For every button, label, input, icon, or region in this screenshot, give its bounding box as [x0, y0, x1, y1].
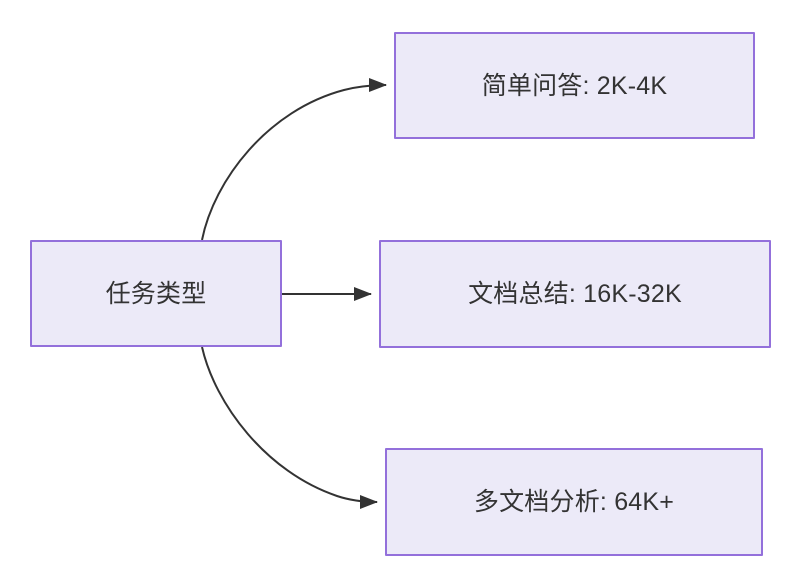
edge-root-to-multi-doc [201, 346, 378, 509]
edge-root-to-simple-qa [201, 78, 387, 241]
node-simple-qa[interactable]: 简单问答: 2K-4K [394, 32, 755, 139]
node-task-type-root[interactable]: 任务类型 [30, 240, 282, 347]
node-label: 简单问答: 2K-4K [481, 71, 668, 100]
node-label: 文档总结: 16K-32K [468, 280, 682, 308]
node-document-summary[interactable]: 文档总结: 16K-32K [379, 240, 771, 348]
node-label: 任务类型 [105, 279, 207, 308]
node-label: 多文档分析: 64K+ [473, 488, 675, 516]
node-multi-document-analysis[interactable]: 多文档分析: 64K+ [385, 448, 763, 556]
